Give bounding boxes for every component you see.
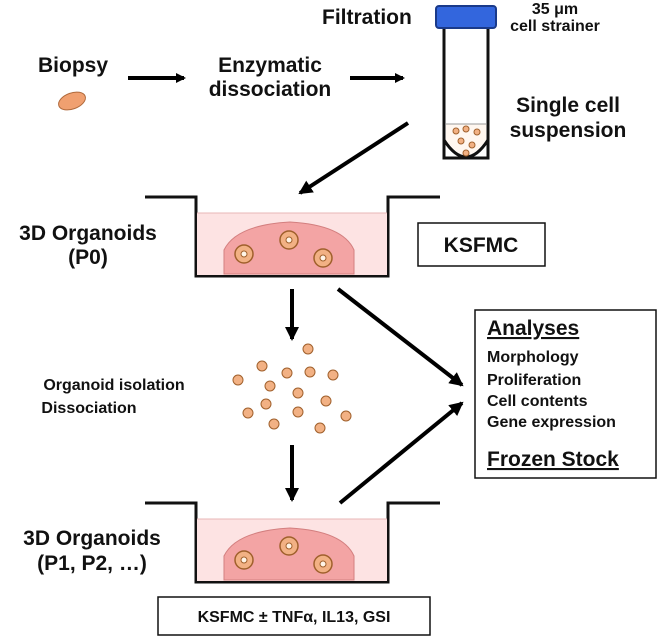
biopsy-label: Biopsy [38, 54, 108, 77]
frozen-stock-label: Frozen Stock [487, 448, 619, 471]
tube-cap [435, 5, 497, 29]
analyses-item-morphology: Morphology [487, 349, 579, 366]
p1-label-line1: 3D Organoids [23, 527, 161, 550]
arrow-p0-to-analyses [336, 287, 464, 387]
arrow-p1-to-analyses [338, 401, 464, 505]
dish-p1 [145, 501, 440, 584]
enzymatic-label-line2: dissociation [209, 78, 332, 101]
dish-p0 [145, 195, 440, 278]
analyses-item-cell-contents: Cell contents [487, 393, 588, 410]
p0-label-line2: (P0) [68, 246, 108, 269]
p1-label-line2: (P1, P2, …) [37, 552, 147, 575]
arrow-suspension-to-p0 [298, 121, 410, 195]
single-cell-label-line1: Single cell [516, 94, 620, 117]
biopsy-tissue [58, 91, 86, 111]
filtration-label: Filtration [322, 6, 412, 29]
p1-medium-box [157, 596, 431, 636]
p0-label-line1: 3D Organoids [19, 222, 157, 245]
strainer-label-line2: cell strainer [510, 18, 600, 35]
analyses-title: Analyses [487, 317, 579, 340]
strainer-tube [435, 5, 497, 160]
p1-medium-label: KSFMC ± TNFα, IL13, GSI [198, 609, 391, 626]
analyses-box [474, 309, 657, 479]
ksfmc-box [417, 222, 546, 267]
single-cell-label-line2: suspension [510, 119, 627, 142]
isolation-label-line1: Organoid isolation [43, 377, 184, 394]
enzymatic-label-line1: Enzymatic [218, 54, 322, 77]
isolation-label-line2: Dissociation [41, 400, 136, 417]
dissociated-cells [232, 343, 352, 434]
analyses-item-proliferation: Proliferation [487, 372, 581, 389]
ksfmc-label: KSFMC [444, 234, 519, 257]
analyses-item-gene-expression: Gene expression [487, 414, 616, 431]
strainer-label-line1: 35 μm [532, 1, 578, 18]
